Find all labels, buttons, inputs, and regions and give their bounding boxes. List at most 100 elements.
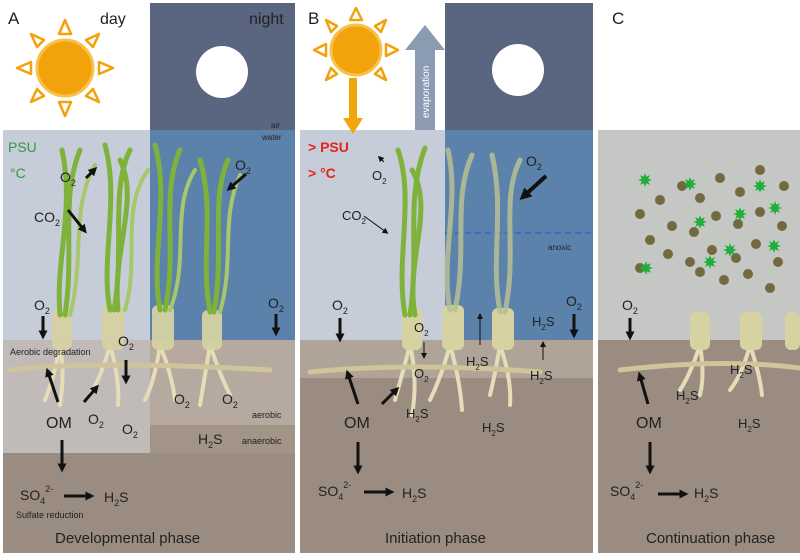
- organic-particle: [645, 235, 655, 245]
- water-label: water: [261, 133, 282, 142]
- night-label: night: [249, 11, 284, 28]
- panel-letter: A: [8, 9, 20, 28]
- panel-letter: C: [612, 9, 624, 28]
- bacteria-icon: [753, 179, 767, 193]
- h2s-a: H2S: [198, 431, 222, 450]
- panel-letter: B: [308, 9, 319, 28]
- o2-left-b: O2: [332, 297, 348, 316]
- so4-b: SO42-: [318, 480, 351, 502]
- h2s-right-b: H2S: [530, 368, 553, 386]
- panel-a: [3, 3, 295, 553]
- aerobic-degradation-label: Aerobic degradation: [10, 347, 91, 357]
- organic-particle: [731, 253, 741, 263]
- o2-left-a: O2: [34, 297, 50, 316]
- bacteria-icon: [767, 239, 781, 253]
- organic-particle: [663, 249, 673, 259]
- sediment-lower: [3, 453, 295, 553]
- day-label: day: [100, 11, 126, 28]
- evaporation-arrow: [405, 25, 445, 130]
- seagrass-c: [617, 312, 800, 397]
- psu-label: PSU: [8, 139, 37, 155]
- arrows: [38, 155, 689, 501]
- sun-icon: [312, 6, 400, 82]
- o2-top-b: O2: [372, 168, 387, 186]
- o2-sed-2: O2: [222, 391, 238, 410]
- water-day: [300, 130, 445, 340]
- air-label: air: [271, 121, 280, 130]
- phase-label-a: Developmental phase: [55, 530, 200, 547]
- om-label-a: OM: [46, 415, 72, 432]
- phase-label-c: Continuation phase: [646, 530, 775, 547]
- h2s-mid-b: H2S: [466, 354, 489, 372]
- organic-particle: [733, 219, 743, 229]
- sediment-lower: [300, 378, 593, 553]
- sediment-light: [3, 340, 150, 453]
- organic-particle: [779, 181, 789, 191]
- o2-top-a: O2: [60, 169, 76, 188]
- bacteria-icon: [768, 201, 782, 215]
- o2-sed-b: O2: [414, 366, 429, 384]
- organic-particle: [635, 209, 645, 219]
- anoxic-label: anoxic: [548, 243, 571, 252]
- panel-c: [598, 3, 800, 553]
- organic-particle: [689, 227, 699, 237]
- temperature-label: > °C: [308, 165, 336, 181]
- o2-root-a: O2: [118, 333, 134, 352]
- organic-particle: [751, 239, 761, 249]
- bacteria-icon: [639, 261, 653, 275]
- organic-particle: [777, 221, 787, 231]
- sulfate-reduction-label: Sulfate reduction: [16, 510, 84, 520]
- organic-particle: [755, 165, 765, 175]
- h2s-c-1: H2S: [730, 362, 753, 380]
- organic-particle: [707, 245, 717, 255]
- om-label-c: OM: [636, 415, 662, 432]
- organic-particle: [743, 269, 753, 279]
- seagrass-a: [7, 142, 273, 407]
- organic-particle: [685, 257, 695, 267]
- o2-right-a: O2: [268, 295, 284, 314]
- bacteria-icon: [733, 207, 747, 221]
- moon-icon: [196, 46, 248, 98]
- particles-c: [635, 165, 789, 293]
- panel-b-labels: B evaporation > PSU > °C anoxic O2 CO2 O…: [308, 9, 582, 547]
- organic-particle: [773, 257, 783, 267]
- organic-particle: [677, 181, 687, 191]
- bacteria-icon: [703, 255, 717, 269]
- seagrass-b: [307, 145, 543, 417]
- o2-right-b: O2: [566, 293, 582, 312]
- panel-a-labels: A day night air water PSU °C O2 CO2 O2 O…: [8, 9, 284, 547]
- organic-particle: [667, 221, 677, 231]
- om-label-b: OM: [344, 415, 370, 432]
- o2-sed-1: O2: [174, 391, 190, 410]
- organic-particle: [695, 193, 705, 203]
- so4-c: SO42-: [610, 480, 643, 502]
- o2-sed-4: O2: [122, 421, 138, 440]
- bacteria-icon: [723, 243, 737, 257]
- phase-label-b: Initiation phase: [385, 530, 486, 547]
- psu-label: > PSU: [308, 139, 349, 155]
- h2s-sed-2-b: H2S: [482, 420, 505, 438]
- o2-root-b: O2: [414, 320, 429, 338]
- sun-icon: [15, 18, 115, 118]
- organic-particle: [715, 173, 725, 183]
- bacteria-icon: [693, 215, 707, 229]
- organic-particle: [765, 283, 775, 293]
- evaporation-label: evaporation: [421, 66, 432, 118]
- o2-night-a: O2: [235, 157, 251, 176]
- h2s-c-3: H2S: [738, 416, 761, 434]
- organic-particle: [655, 195, 665, 205]
- organic-particle: [735, 187, 745, 197]
- o2-c: O2: [622, 297, 638, 316]
- organic-particle: [719, 275, 729, 285]
- h2s-sed-1-b: H2S: [406, 406, 429, 424]
- h2s-a-bottom: H2S: [104, 489, 128, 508]
- o2-sed-3: O2: [88, 411, 104, 430]
- panel-c-labels: C O2 H2S H2S H2S OM SO42- H2S Continuati…: [610, 9, 775, 547]
- organic-particle: [711, 211, 721, 221]
- panel-b: [300, 3, 593, 553]
- o2-night-b: O2: [526, 153, 542, 172]
- anaerobic-label: anaerobic: [242, 436, 282, 446]
- h2s-c-bottom: H2S: [694, 485, 718, 504]
- organic-particle: [695, 267, 705, 277]
- bacteria-icon: [638, 173, 652, 187]
